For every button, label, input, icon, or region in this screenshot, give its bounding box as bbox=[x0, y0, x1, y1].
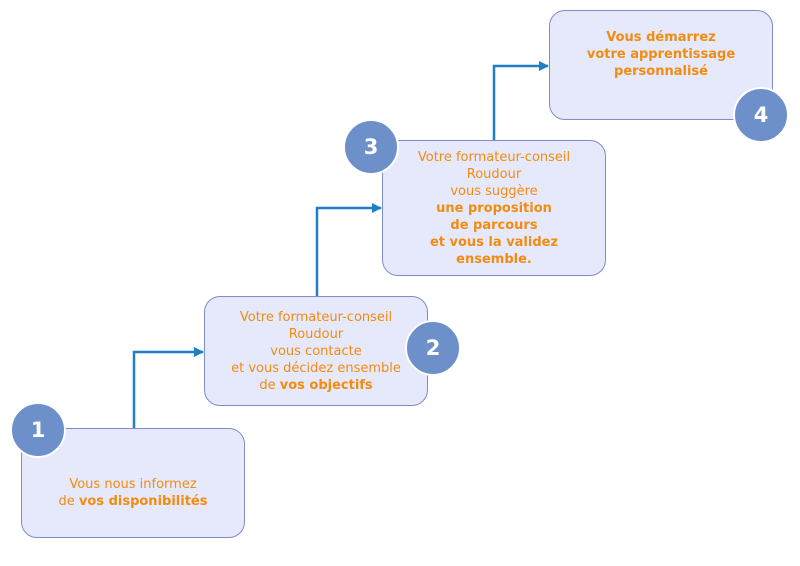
arrow-step1-to-step2 bbox=[132, 347, 204, 428]
step-2-box: Votre formateur-conseil Roudour vous con… bbox=[204, 296, 428, 406]
step-4-line: personnalisé bbox=[614, 63, 708, 79]
step-4-line: votre apprentissage bbox=[586, 46, 736, 62]
step-3-line: de parcours bbox=[450, 217, 538, 233]
step-2-line: Votre formateur-conseil bbox=[239, 309, 393, 325]
arrow-step2-to-step3 bbox=[315, 203, 382, 296]
step-3-line: vous suggère bbox=[450, 183, 538, 199]
step-3-line: Roudour bbox=[466, 166, 522, 182]
step-1-line: Vous nous informez bbox=[69, 477, 197, 492]
step-2-line: vous contacte bbox=[270, 343, 362, 359]
step-2-line: et vous décidez ensemble bbox=[231, 360, 401, 376]
step-4-number-badge: 4 bbox=[733, 87, 789, 143]
step-4-line: Vous démarrez bbox=[606, 29, 716, 45]
step-2-number-badge: 2 bbox=[405, 320, 461, 376]
step-3-line: Votre formateur-conseil bbox=[417, 149, 571, 165]
arrow-step3-to-step4 bbox=[492, 61, 549, 140]
step-1-number-badge: 1 bbox=[10, 402, 66, 458]
step-1-line: de vos disponibilités bbox=[58, 494, 208, 509]
step-3-box: Votre formateur-conseil Roudour vous sug… bbox=[382, 140, 606, 276]
step-3-line: une proposition bbox=[436, 200, 552, 216]
step-2-line: de vos objectifs bbox=[259, 377, 373, 393]
step-2-line: Roudour bbox=[288, 326, 344, 342]
step-3-line: et vous la validez bbox=[429, 234, 559, 250]
step-3-line: ensemble. bbox=[456, 251, 532, 267]
step-4-box: Vous démarrez votre apprentissage person… bbox=[549, 10, 773, 120]
step-3-number-badge: 3 bbox=[343, 119, 399, 175]
